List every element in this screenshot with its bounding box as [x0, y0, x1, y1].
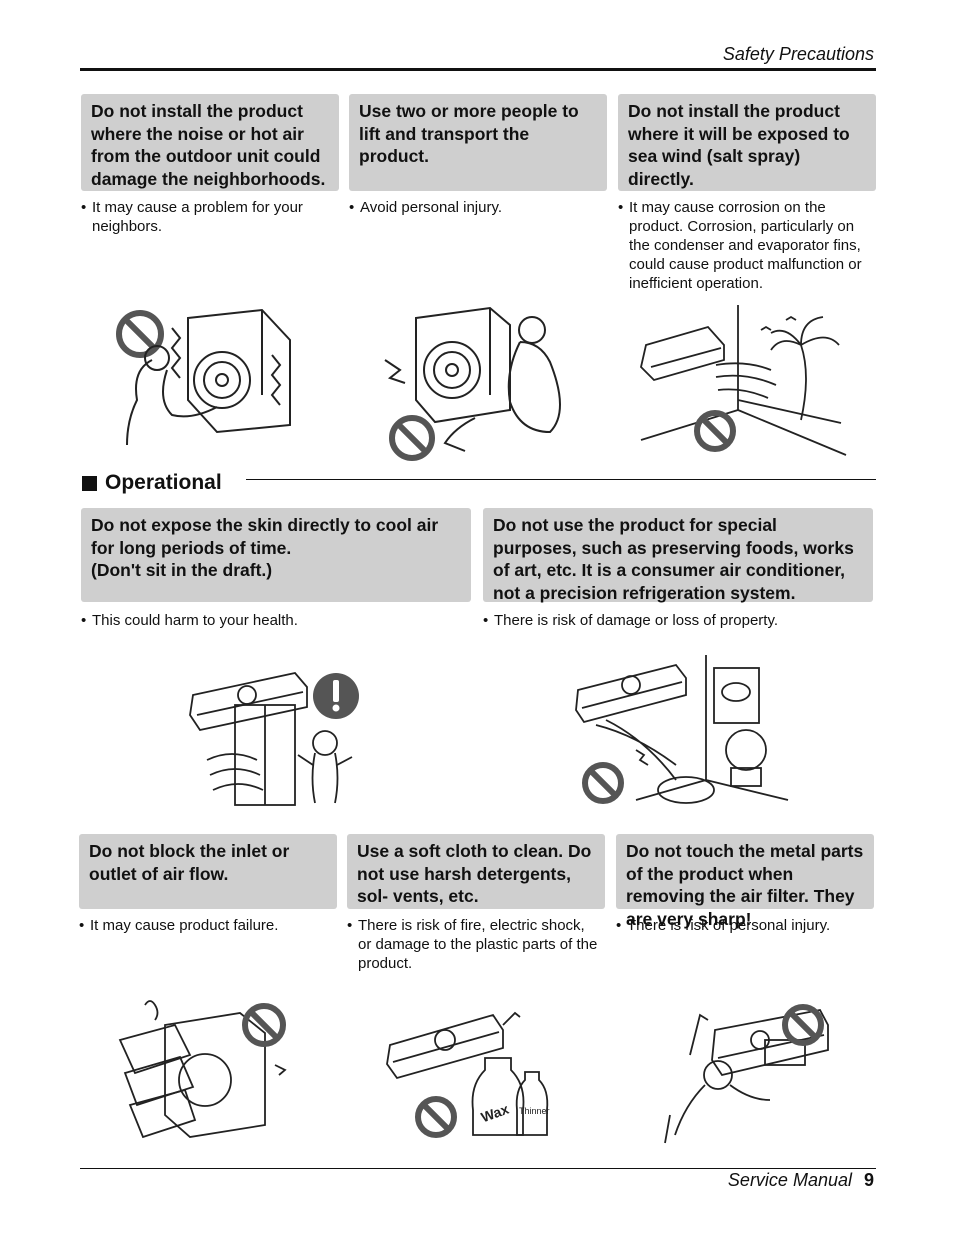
- prohibition-icon: [582, 762, 624, 804]
- fan-icon: [423, 341, 481, 399]
- thinner-label: Thinner: [519, 1106, 550, 1116]
- prohibition-icon: [782, 1004, 824, 1046]
- prohibition-icon: [116, 310, 164, 358]
- warning-box-block-airflow: Do not block the inlet or outlet of air …: [79, 834, 337, 909]
- header-rule: [80, 68, 876, 71]
- section-heading-operational: Operational: [82, 471, 222, 495]
- note-block-airflow: It may cause product failure.: [79, 916, 329, 935]
- note-cool-air: This could harm to your health.: [81, 611, 461, 630]
- illustration-neighbor-noise: [116, 308, 291, 446]
- illustration-lift-product: [384, 306, 561, 461]
- warning-box-metal-parts: Do not touch the metal parts of the prod…: [616, 834, 874, 929]
- illustration-special-purpose: [575, 655, 789, 804]
- section-square-icon: [82, 475, 97, 491]
- illustration-cool-air-draft: [189, 672, 359, 806]
- note-special-purpose: There is risk of damage or loss of prope…: [483, 611, 863, 630]
- page-footer: Service Manual 9: [728, 1170, 874, 1191]
- page-number: 9: [863, 1170, 874, 1190]
- footer-manual-title: Service Manual: [727, 1170, 852, 1190]
- wax-label: Wax: [479, 1101, 511, 1126]
- footer-rule: [80, 1168, 876, 1169]
- warning-box-sea-wind: Do not install the product where it will…: [618, 94, 876, 191]
- note-sea-wind: It may cause corrosion on the product. C…: [618, 198, 876, 293]
- illustration-blocked-airflow: [118, 1000, 287, 1139]
- fan-icon: [193, 351, 251, 409]
- prohibition-icon: [389, 415, 435, 461]
- illustration-metal-parts: [664, 1004, 829, 1144]
- warning-box-lift: Use two or more people to lift and trans…: [349, 94, 607, 191]
- note-lift: Avoid personal injury.: [349, 198, 599, 217]
- illustration-cleaning-agents: Wax Thinner: [386, 1011, 550, 1138]
- note-noise: It may cause a problem for your neighbor…: [81, 198, 331, 236]
- section-rule: [246, 479, 876, 480]
- prohibition-icon: [242, 1003, 286, 1047]
- warning-box-special-purpose: Do not use the product for special purpo…: [483, 508, 873, 603]
- prohibition-icon: [694, 410, 736, 452]
- fan-icon: [178, 1053, 232, 1107]
- prohibition-icon: [415, 1096, 457, 1138]
- page-header-title: Safety Precautions: [722, 44, 874, 64]
- note-soft-cloth: There is risk of fire, electric shock, o…: [347, 916, 601, 973]
- warning-box-noise: Do not install the product where the noi…: [81, 94, 339, 191]
- illustration-sea-wind: [640, 305, 847, 456]
- warning-box-cool-air: Do not expose the skin directly to cool …: [81, 508, 471, 602]
- note-metal-parts: There is risk of personal injury.: [616, 916, 866, 935]
- warning-box-soft-cloth: Use a soft cloth to clean. Do not use ha…: [347, 834, 605, 909]
- section-title: Operational: [105, 471, 222, 494]
